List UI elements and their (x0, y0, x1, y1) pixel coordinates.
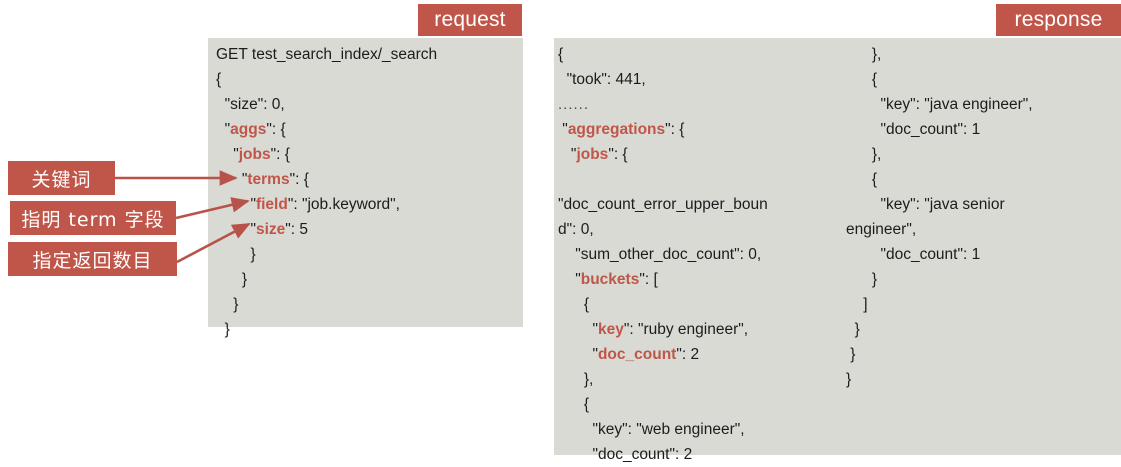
code-line: { (871, 71, 878, 88)
code-line: engineer", (846, 221, 917, 238)
code-keyword: field (255, 196, 288, 213)
code-line: }, (583, 371, 594, 388)
code-line: { (216, 71, 222, 88)
code-line: "took": 441, (566, 71, 646, 88)
code-line: "sum_other_doc_count": 0, (575, 246, 762, 263)
code-line: ] (863, 296, 868, 313)
code-keyword: buckets (580, 271, 640, 288)
request-code-block: GET test_search_index/_search { "size": 0… (216, 42, 437, 342)
code-line: } (241, 271, 248, 288)
code-keyword: size (255, 221, 286, 238)
code-line: }, (871, 46, 882, 63)
code-line (558, 167, 768, 192)
code-line: "key": "java senior (880, 196, 1005, 213)
code-line: GET test_search_index/_search (216, 46, 438, 63)
request-badge: request (418, 4, 522, 36)
code-line: } (871, 271, 878, 288)
code-line: "size": 0, (224, 96, 285, 113)
code-line: ...... (558, 92, 768, 117)
code-line: "jobs": { (566, 146, 628, 163)
annotation-label-term-field: 指明 term 字段 (10, 201, 176, 235)
code-line: "jobs": { (233, 146, 290, 163)
code-line: "key": "java engineer", (880, 96, 1033, 113)
code-line: "size": 5 (250, 221, 309, 238)
code-line: "aggs": { (224, 121, 286, 138)
code-keyword: doc_count (597, 346, 677, 363)
code-line: } (854, 321, 860, 338)
code-line: d": 0, (558, 221, 594, 238)
code-line: { (583, 396, 590, 413)
code-line: "doc_count": 2 (592, 346, 700, 363)
code-line: { (558, 46, 564, 63)
code-keyword: aggs (230, 121, 267, 138)
code-keyword: aggregations (567, 121, 666, 138)
response-code-block-right: }, { "key": "java engineer", "doc_count"… (846, 42, 1033, 392)
code-line: "key": "web engineer", (592, 421, 745, 438)
code-keyword: key (597, 321, 624, 338)
code-line: "key": "ruby engineer", (592, 321, 749, 338)
code-line: "doc_count_error_upper_boun (558, 196, 768, 213)
code-keyword: jobs (238, 146, 271, 163)
code-line: "buckets": [ (575, 271, 658, 288)
code-line: } (846, 346, 856, 363)
annotation-label-return-count: 指定返回数目 (8, 242, 177, 276)
response-code-panel: { "took": 441,...... "aggregations": { "… (554, 38, 1121, 463)
code-line: } (233, 296, 239, 313)
code-line: "doc_count": 1 (880, 121, 981, 138)
response-code-block-left: { "took": 441,...... "aggregations": { "… (558, 42, 768, 467)
code-ellipsis: ...... (558, 96, 590, 113)
code-line: "doc_count": 1 (880, 246, 981, 263)
code-line: { (871, 171, 878, 188)
response-badge: response (996, 4, 1121, 36)
code-keyword: terms (247, 171, 290, 188)
code-keyword: jobs (576, 146, 609, 163)
code-line: } (224, 321, 230, 338)
code-line: { (583, 296, 590, 313)
code-line: "field": "job.keyword", (250, 196, 400, 213)
code-line: } (250, 246, 256, 263)
code-line: } (846, 371, 852, 388)
code-line: "terms": { (241, 171, 309, 188)
annotation-label-keyword: 关键词 (8, 161, 115, 195)
request-code-panel: GET test_search_index/_search { "size": 0… (208, 38, 523, 338)
code-line: "aggregations": { (558, 121, 685, 138)
code-line: }, (871, 146, 882, 163)
